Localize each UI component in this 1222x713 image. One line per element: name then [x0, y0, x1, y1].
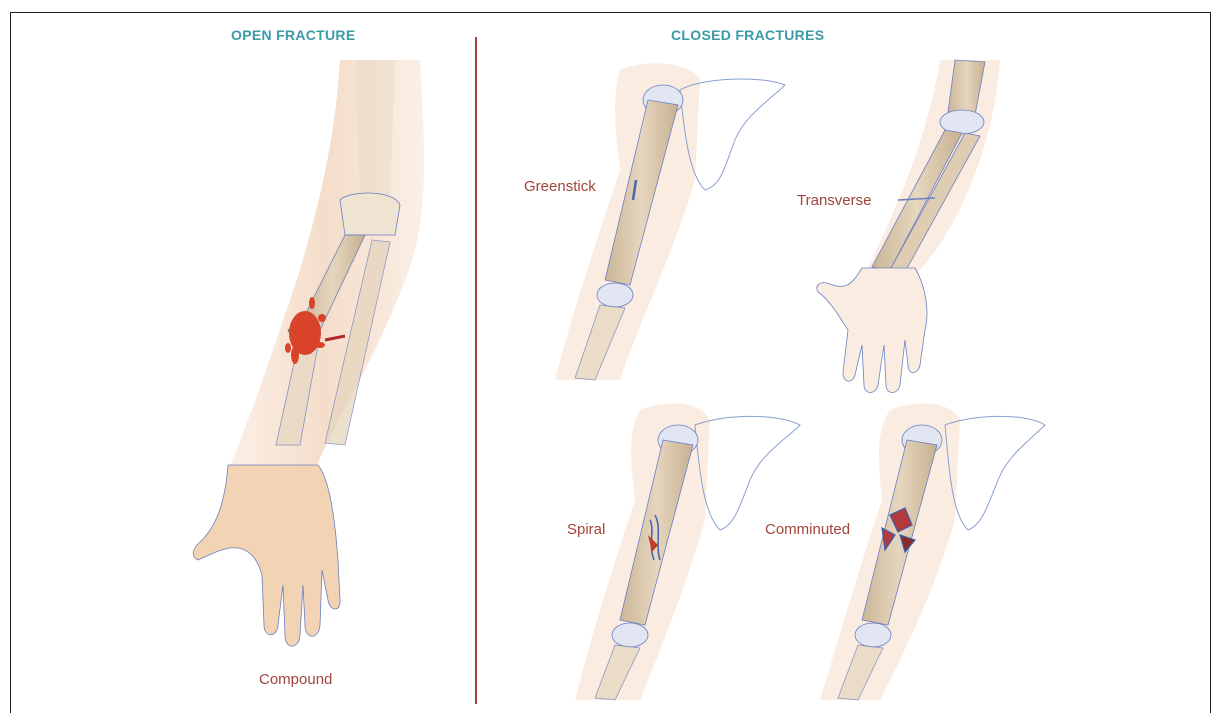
greenstick-illustration — [555, 63, 785, 380]
spiral-elbow — [612, 623, 648, 647]
transverse-hand — [817, 268, 927, 393]
transverse-label: Transverse — [797, 192, 871, 209]
compound-elbow — [340, 193, 400, 235]
compound-arm-skin — [228, 60, 424, 470]
comminuted-illustration — [820, 403, 1045, 700]
transverse-illustration — [817, 60, 1000, 393]
comminuted-elbow — [855, 623, 891, 647]
spiral-label: Spiral — [567, 521, 605, 538]
spiral-illustration — [575, 403, 800, 700]
greenstick-elbow — [597, 283, 633, 307]
compound-humerus — [355, 60, 395, 205]
spiral-scapula — [695, 416, 800, 530]
compound-arm-illustration — [193, 60, 424, 646]
comminuted-label: Comminuted — [765, 521, 850, 538]
greenstick-label: Greenstick — [524, 178, 596, 195]
compound-label: Compound — [259, 671, 332, 688]
comminuted-scapula — [945, 416, 1045, 530]
compound-hand — [193, 465, 340, 646]
